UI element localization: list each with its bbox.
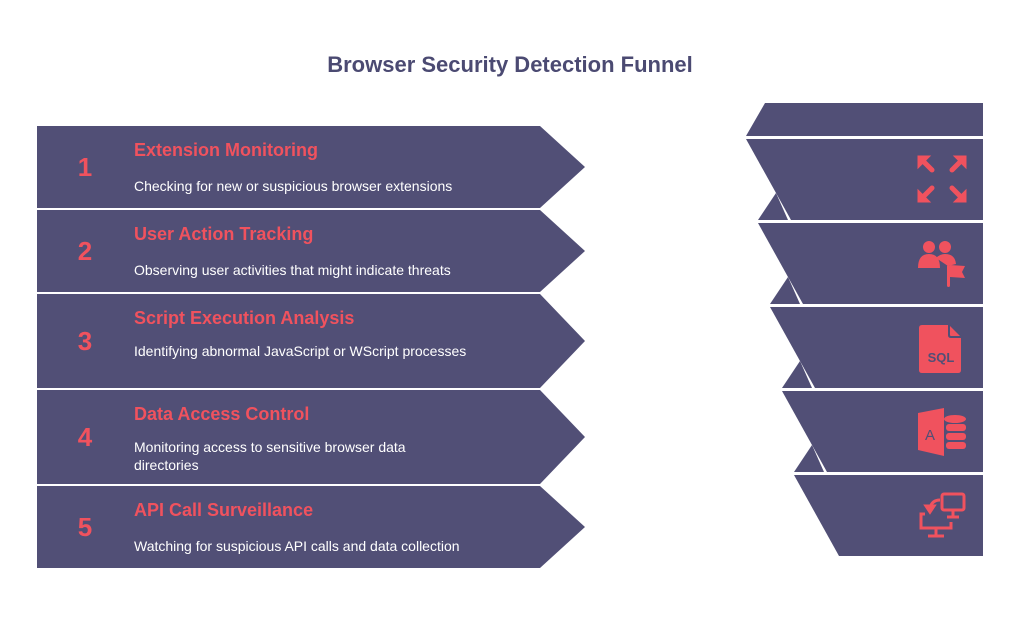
svg-text:A: A bbox=[925, 427, 935, 444]
step-title: Script Execution Analysis bbox=[134, 308, 355, 328]
funnel-top bbox=[746, 103, 983, 136]
step-3: 3 Script Execution Analysis Identifying … bbox=[37, 294, 537, 388]
step-description: Observing user activities that might ind… bbox=[134, 262, 451, 278]
svg-text:SQL: SQL bbox=[928, 350, 955, 365]
step-4: 4 Data Access Control Monitoring access … bbox=[37, 390, 537, 484]
step-number: 5 bbox=[77, 512, 93, 542]
step-title: Extension Monitoring bbox=[134, 140, 318, 160]
step-description: Identifying abnormal JavaScript or WScri… bbox=[134, 343, 467, 359]
step-2: 2 User Action Tracking Observing user ac… bbox=[37, 210, 537, 292]
step-arrow-5 bbox=[37, 486, 585, 568]
monitor-transfer-icon bbox=[919, 492, 966, 538]
step-description: Monitoring access to sensitive browser d… bbox=[134, 439, 406, 473]
expand-arrows-icon bbox=[917, 155, 967, 203]
step-number: 2 bbox=[77, 236, 93, 266]
step-number: 4 bbox=[77, 422, 93, 452]
step-description: Watching for suspicious API calls and da… bbox=[134, 538, 460, 554]
step-1: 1 Extension Monitoring Checking for new … bbox=[37, 126, 537, 208]
step-arrow-3 bbox=[37, 294, 585, 388]
funnel-fold-4 bbox=[794, 445, 824, 472]
step-title: User Action Tracking bbox=[134, 224, 314, 244]
step-number: 3 bbox=[77, 326, 93, 356]
step-arrow-1 bbox=[37, 126, 585, 208]
diagram-title: Browser Security Detection Funnel bbox=[327, 52, 693, 77]
sql-file-icon: SQL bbox=[919, 325, 961, 373]
funnel-fold-1 bbox=[758, 193, 788, 220]
funnel-fold-3 bbox=[782, 361, 812, 388]
step-arrow-2 bbox=[37, 210, 585, 292]
step-number: 1 bbox=[77, 152, 93, 182]
step-title: Data Access Control bbox=[134, 404, 310, 424]
funnel-fold-2 bbox=[770, 277, 800, 304]
database-access-icon: A bbox=[918, 408, 966, 456]
step-description: Checking for new or suspicious browser e… bbox=[134, 178, 453, 194]
step-arrow-4 bbox=[37, 390, 585, 484]
step-5: 5 API Call Surveillance Watching for sus… bbox=[37, 486, 537, 568]
step-title: API Call Surveillance bbox=[134, 500, 314, 520]
users-flag-icon bbox=[918, 241, 965, 287]
